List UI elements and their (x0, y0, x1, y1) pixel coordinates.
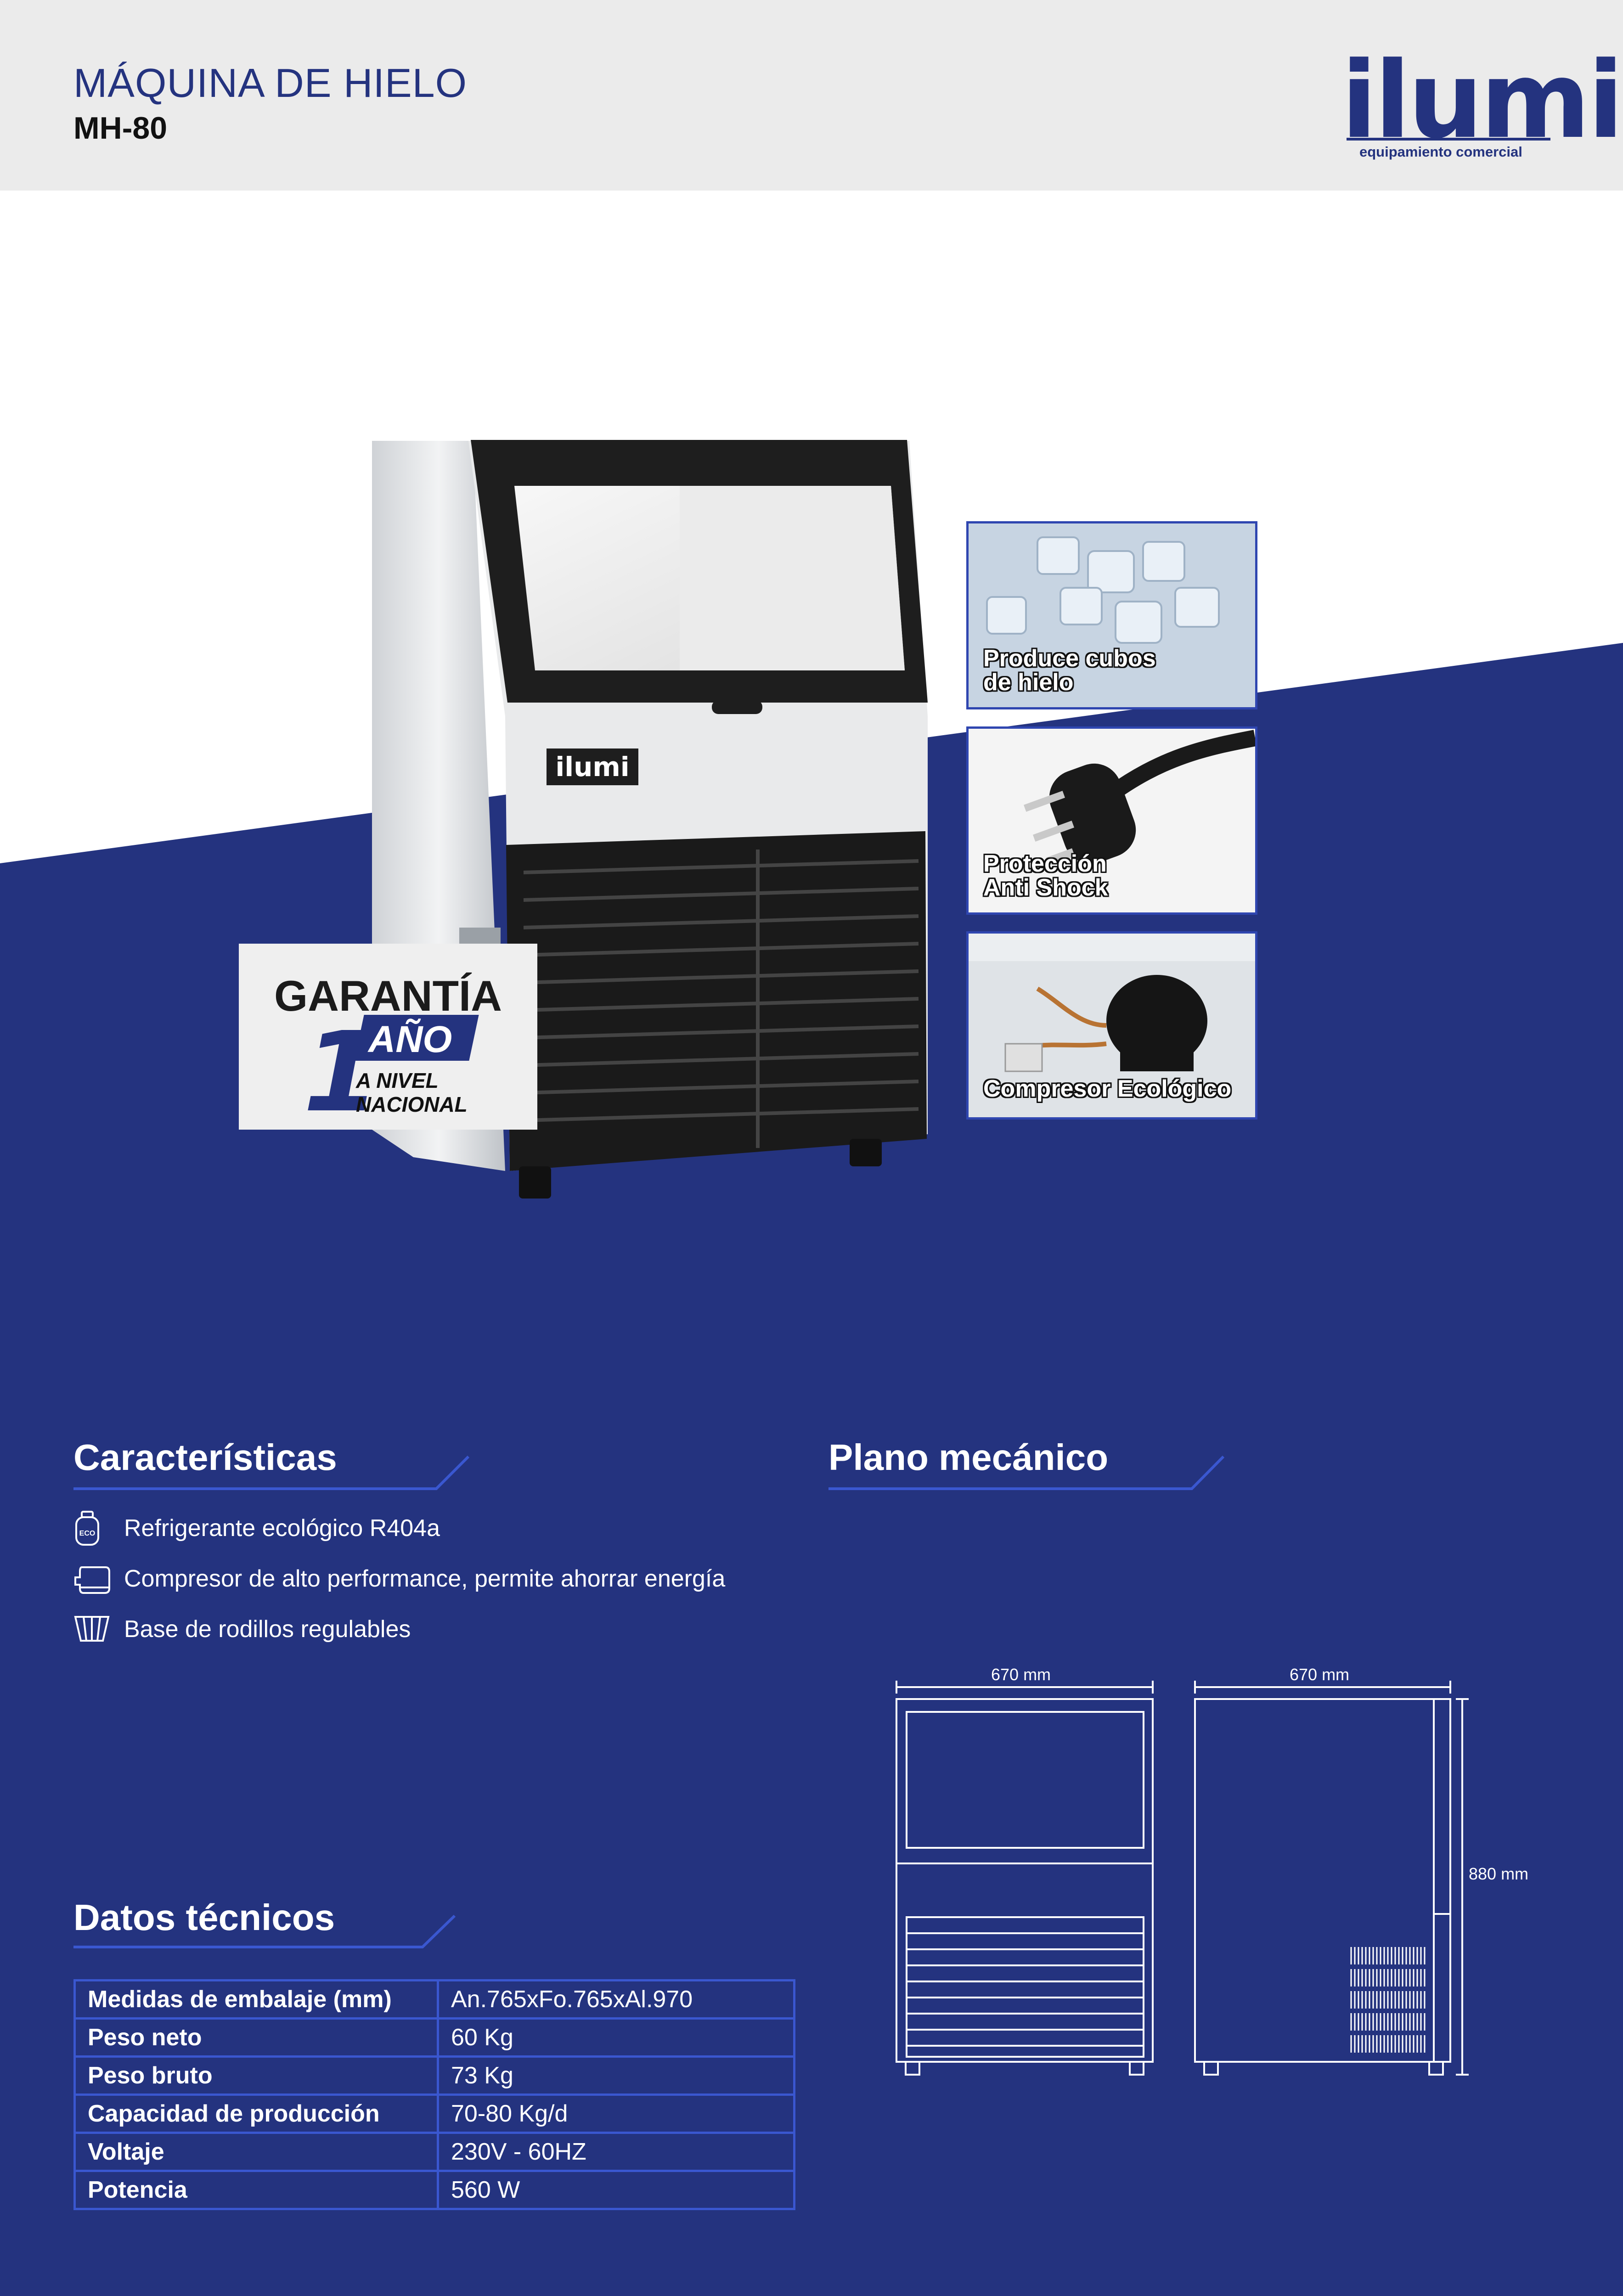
header-bar (0, 0, 1623, 191)
feature-item-refrigerant: Refrigerante ecológico R404a (124, 1515, 440, 1542)
spec-value: 70-80 Kg/d (437, 2093, 795, 2134)
page-title: MÁQUINA DE HIELO (73, 60, 468, 106)
photo-label-ice-line2: de hielo (983, 669, 1074, 696)
spec-label: Peso bruto (73, 2055, 439, 2096)
ice-cubes-photo: Produce cubos de hielo (966, 521, 1257, 709)
spec-label: Capacidad de producción (73, 2093, 439, 2134)
feature-item-compressor: Compresor de alto performance, permite a… (124, 1565, 726, 1592)
power-plug-photo: Protección Anti Shock (966, 726, 1257, 915)
eco-gas-icon: ECO (75, 1511, 99, 1546)
spec-value: 73 Kg (437, 2055, 795, 2096)
plan-title: Plano mecánico (828, 1437, 1109, 1478)
brand-logo-rule (1347, 138, 1550, 141)
feature-item-rollers: Base de rodillos regulables (124, 1616, 411, 1643)
brand-tagline: equipamiento comercial (1359, 144, 1522, 160)
photo-label-plug-line1: Protección (983, 850, 1107, 877)
photo-label-ice: Produce cubos de hielo (983, 647, 1156, 694)
warranty-title: GARANTÍA (274, 972, 502, 1020)
spec-label: Peso neto (73, 2017, 439, 2058)
model-number: MH-80 (73, 111, 168, 146)
eco-gas-icon-text: ECO (79, 1530, 96, 1537)
warranty-badge: GARANTÍA 1 AÑO A NIVEL NACIONAL (239, 944, 537, 1130)
tech-specs-table: Medidas de embalaje (mm)An.765xFo.765xAl… (73, 1979, 795, 2210)
photo-label-plug: Protección Anti Shock (983, 852, 1108, 900)
brand-logo: ilumi (1341, 39, 1623, 162)
roller-base-icon (74, 1616, 110, 1642)
spec-label: Potencia (73, 2170, 439, 2210)
spec-value: An.765xFo.765xAl.970 (437, 1979, 795, 2020)
spec-value: 60 Kg (437, 2017, 795, 2058)
warranty-coverage-line1: A NIVEL (356, 1069, 439, 1092)
compressor-photo: Compresor Ecológico (966, 931, 1257, 1120)
spec-label: Medidas de embalaje (mm) (73, 1979, 439, 2020)
warranty-coverage: A NIVEL NACIONAL (356, 1069, 468, 1116)
photo-label-plug-line2: Anti Shock (983, 874, 1108, 901)
spec-label: Voltaje (73, 2132, 439, 2172)
features-title: Características (73, 1437, 337, 1478)
spec-value: 230V - 60HZ (437, 2132, 795, 2172)
compressor-icon (74, 1566, 110, 1594)
warranty-unit: AÑO (368, 1019, 452, 1060)
table-row: Medidas de embalaje (mm)An.765xFo.765xAl… (73, 1979, 795, 2020)
warranty-coverage-line2: NACIONAL (356, 1092, 468, 1116)
tech-title: Datos técnicos (73, 1897, 335, 1938)
machine-badge: ilumi (555, 751, 629, 782)
front-width-label: 670 mm (991, 1665, 1051, 1684)
side-width-label: 670 mm (1290, 1665, 1350, 1684)
photo-label-ice-line1: Produce cubos (983, 645, 1156, 672)
photo-label-compressor: Compresor Ecológico (983, 1075, 1232, 1102)
spec-value: 560 W (437, 2170, 795, 2210)
height-label: 880 mm (1469, 1864, 1529, 1883)
